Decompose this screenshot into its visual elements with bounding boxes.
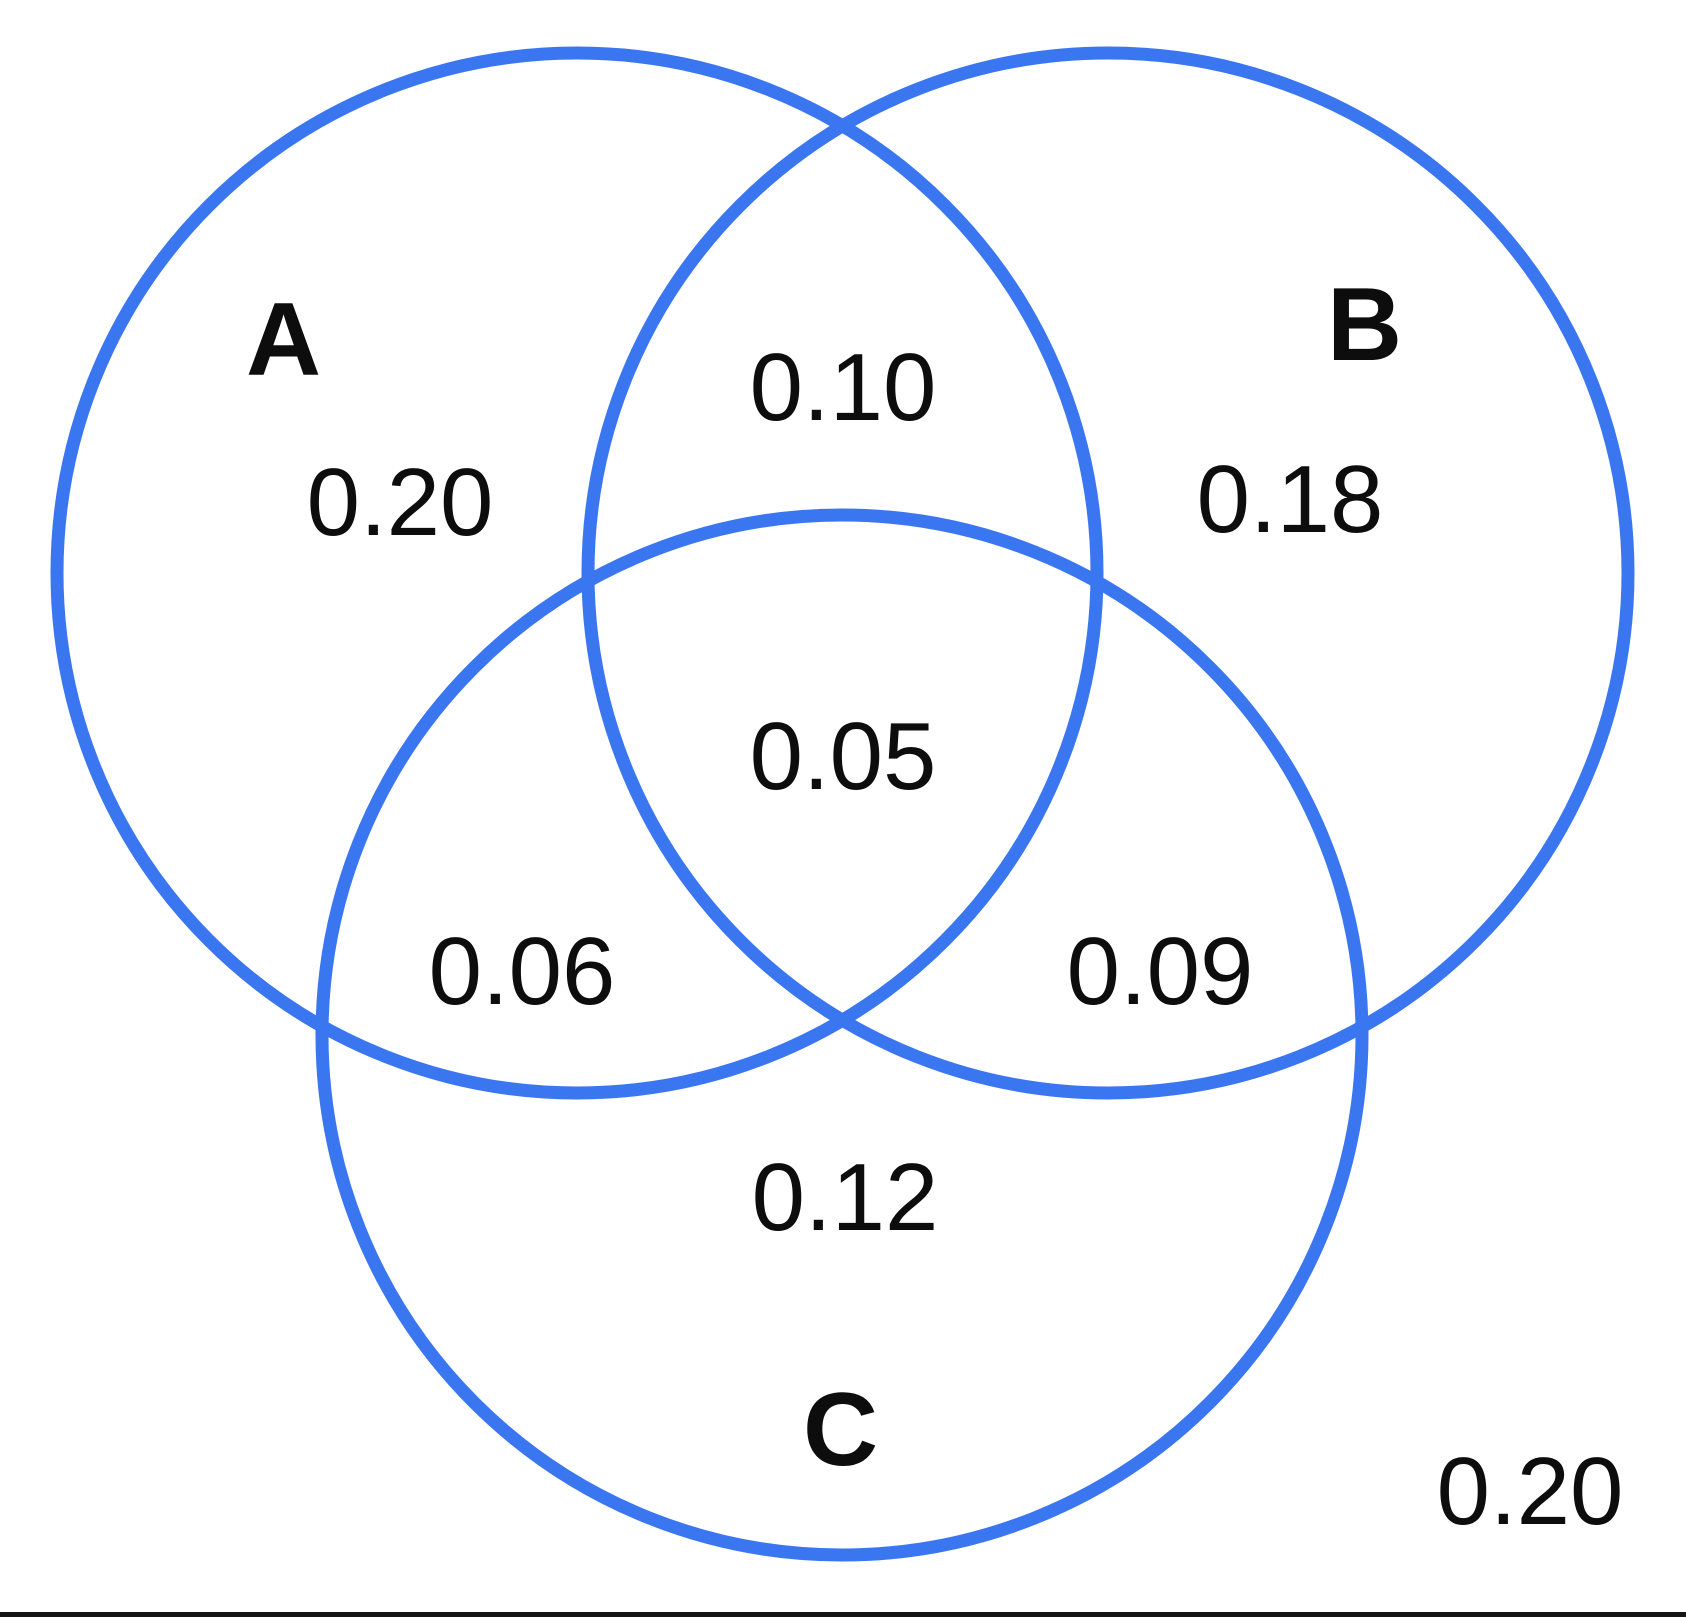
set-label-c: C bbox=[802, 1372, 880, 1488]
value-c-only: 0.12 bbox=[751, 1144, 939, 1251]
value-outside: 0.20 bbox=[1436, 1438, 1624, 1545]
circle-b bbox=[581, 46, 1635, 1100]
set-label-b: B bbox=[1326, 267, 1404, 383]
value-b-and-c: 0.09 bbox=[1066, 918, 1254, 1025]
value-b-only: 0.18 bbox=[1196, 446, 1384, 553]
circle-a bbox=[50, 46, 1104, 1100]
bottom-rule bbox=[0, 1612, 1686, 1617]
value-a-and-b: 0.10 bbox=[749, 334, 937, 441]
value-a-and-b-and-c: 0.05 bbox=[749, 703, 937, 810]
value-a-only: 0.20 bbox=[306, 449, 494, 556]
set-label-a: A bbox=[245, 282, 323, 398]
circle-c bbox=[315, 508, 1369, 1562]
value-a-and-c: 0.06 bbox=[428, 918, 616, 1025]
